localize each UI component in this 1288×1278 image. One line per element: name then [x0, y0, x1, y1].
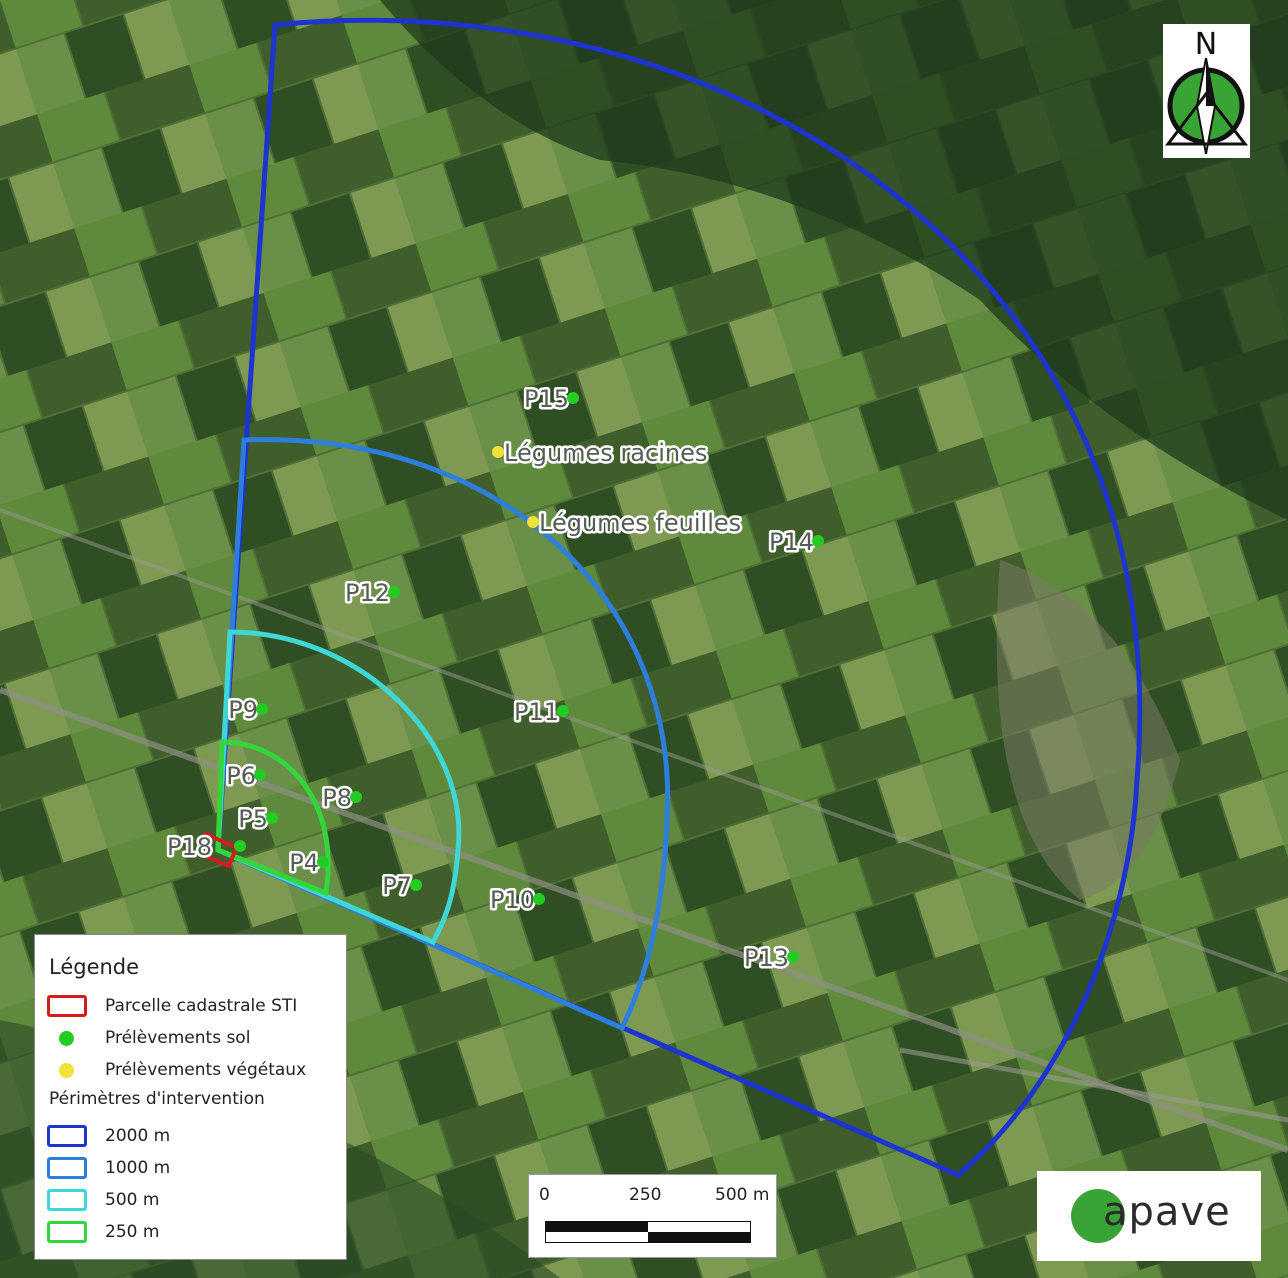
sample-label: P7 — [382, 872, 412, 900]
perimeter-rings — [194, 17, 1143, 1178]
sample-label: P6 — [226, 762, 256, 790]
soil-sample-dot-icon — [787, 951, 799, 963]
sample-label-halo: P14 — [769, 528, 814, 556]
north-arrow-panel: N — [1163, 24, 1250, 158]
sample-label-halo: P6 — [226, 762, 256, 790]
sample-label: P18 — [167, 833, 212, 861]
parcel-sti — [194, 831, 240, 869]
scale-bar: 0 250 500 m — [528, 1174, 777, 1258]
soil-sample-dot-icon — [410, 879, 422, 891]
sample-label: P10 — [490, 886, 535, 914]
soil-sample-dot-icon — [812, 535, 824, 547]
scale-tick-0: 0 — [539, 1185, 550, 1205]
sample-label-halo: P13 — [744, 944, 789, 972]
sample-label: P11 — [514, 698, 559, 726]
sample-label: P12 — [345, 579, 390, 607]
soil-sample-dot-icon — [317, 856, 329, 868]
legend-perimeters-title: Périmètres d'intervention — [49, 1089, 265, 1109]
perimeter-2000 — [215, 17, 1143, 1178]
sample-label-halo: P5 — [238, 805, 268, 833]
sample-label-halo: P7 — [382, 872, 412, 900]
sample-label-halo: P12 — [345, 579, 390, 607]
legend-item-soil: Prélèvements sol — [47, 1027, 342, 1053]
sample-label-halo: Légumes feuilles — [539, 509, 741, 537]
legend-item-250: 250 m — [47, 1221, 342, 1247]
sample-label-halo: P9 — [228, 696, 258, 724]
sample-label: Légumes racines — [504, 439, 707, 467]
legend-title: Légende — [49, 955, 140, 979]
soil-sample-dot-icon — [388, 586, 400, 598]
apave-logo-icon — [1071, 1189, 1125, 1243]
soil-sample-dot-icon — [234, 840, 246, 852]
north-arrow-icon: N — [1164, 27, 1249, 155]
plant-sample-dot-icon — [492, 446, 504, 458]
soil-sample-dot-icon — [533, 893, 545, 905]
soil-sample-dot-icon — [567, 392, 579, 404]
sample-label: P13 — [744, 944, 789, 972]
sample-label-halo: P10 — [490, 886, 535, 914]
sample-label: P9 — [228, 696, 258, 724]
sample-label-halo: P18 — [167, 833, 212, 861]
perimeter-1000 — [215, 437, 671, 1032]
legend-item-plant: Prélèvements végétaux — [47, 1059, 342, 1085]
plant-dot-icon — [59, 1063, 74, 1078]
sample-label: P5 — [238, 805, 268, 833]
sample-label: P8 — [322, 784, 352, 812]
legend-item-2000: 2000 m — [47, 1125, 342, 1151]
apave-logo: apave — [1037, 1171, 1261, 1261]
scale-tick-500: 500 m — [715, 1185, 770, 1205]
legend: Légende Parcelle cadastrale STI Prélèvem… — [34, 934, 347, 1260]
sample-label: P14 — [769, 528, 814, 556]
perimeter-250 — [215, 739, 331, 897]
apave-wordmark: apave — [1103, 1189, 1231, 1235]
sample-label-halo: P15 — [524, 385, 569, 413]
scale-tick-250: 250 — [629, 1185, 662, 1205]
sample-label-halo: Légumes racines — [504, 439, 707, 467]
sample-label: P4 — [289, 849, 319, 877]
sample-label: Légumes feuilles — [539, 509, 741, 537]
legend-item-parcel: Parcelle cadastrale STI — [47, 995, 342, 1021]
legend-item-500: 500 m — [47, 1189, 342, 1215]
soil-sample-dot-icon — [256, 703, 268, 715]
soil-sample-dot-icon — [254, 769, 266, 781]
soil-dot-icon — [59, 1031, 74, 1046]
soil-sample-dot-icon — [266, 812, 278, 824]
scale-bar-graphic — [545, 1221, 751, 1243]
sample-label-halo: P4 — [289, 849, 319, 877]
legend-item-1000: 1000 m — [47, 1157, 342, 1183]
soil-sample-dot-icon — [557, 705, 569, 717]
sample-label: P15 — [524, 385, 569, 413]
perimeter-500 — [215, 629, 462, 946]
plant-sample-dot-icon — [527, 516, 539, 528]
parcel-swatch — [47, 995, 87, 1017]
sample-label-halo: P11 — [514, 698, 559, 726]
sample-label-halo: P8 — [322, 784, 352, 812]
soil-sample-dot-icon — [350, 791, 362, 803]
north-label: N — [1195, 27, 1217, 62]
